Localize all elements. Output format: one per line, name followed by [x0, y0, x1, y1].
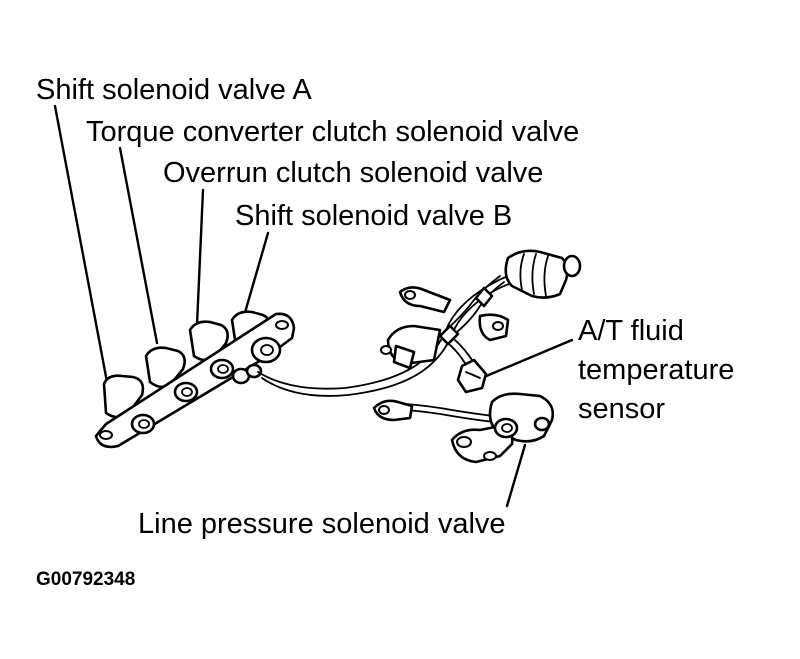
label-overrun-clutch-solenoid: Overrun clutch solenoid valve [163, 157, 543, 189]
label-shift-solenoid-b: Shift solenoid valve B [235, 200, 512, 232]
leader-overrun-clutch [195, 188, 205, 327]
label-line-pressure-solenoid: Line pressure solenoid valve [138, 508, 506, 540]
center-bracket [380, 286, 510, 370]
solenoid-block [94, 310, 296, 449]
label-at-fluid-temp-line1: A/T fluid [578, 315, 684, 347]
leader-line-pressure [505, 443, 527, 508]
label-shift-solenoid-a: Shift solenoid valve A [36, 74, 312, 106]
label-torque-converter-clutch-solenoid: Torque converter clutch solenoid valve [86, 116, 579, 148]
wire-harness [257, 271, 523, 423]
leader-shift-solenoid-a [53, 104, 109, 384]
leader-at-fluid-temp-sensor [482, 338, 574, 379]
line-pressure-solenoid [450, 392, 555, 464]
lower-bracket [372, 399, 414, 422]
label-at-fluid-temp-line3: sensor [578, 393, 665, 425]
harness-connector [504, 249, 582, 299]
at-fluid-temperature-sensor [456, 358, 488, 394]
label-at-fluid-temp-line2: temperature [578, 354, 734, 386]
leader-torque-converter-clutch [118, 146, 159, 345]
leader-shift-solenoid-b [242, 231, 270, 318]
figure-code: G00792348 [36, 569, 135, 590]
leader-lines [53, 104, 574, 508]
